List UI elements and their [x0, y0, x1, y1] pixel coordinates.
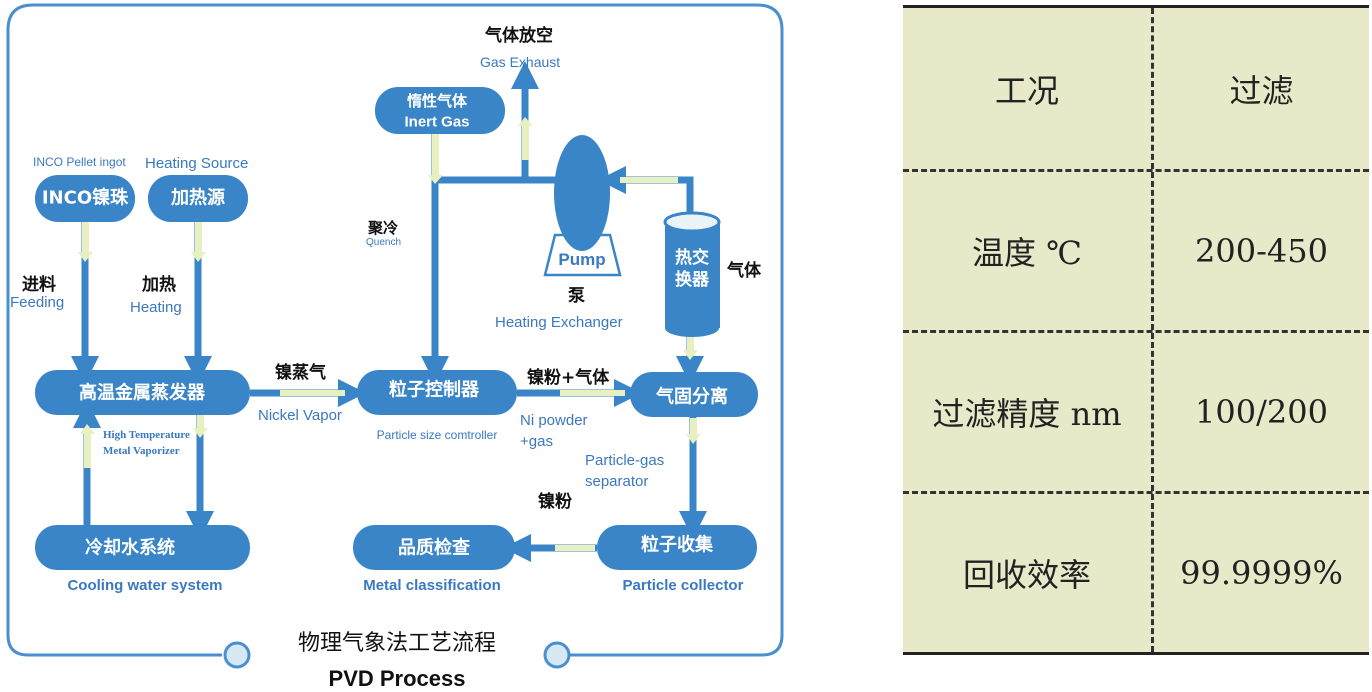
label-ni-powder-gas-en-2: +gas [520, 433, 553, 450]
node-cooling-caption: Cooling water system [67, 577, 222, 594]
pump-label: Pump [558, 250, 605, 269]
node-vaporizer: 高温金属蒸发器 High Temperature Metal Vaporizer [35, 370, 250, 457]
node-collector: 粒子收集 Particle collector [597, 525, 757, 594]
node-inert-gas: 惰性气体 Inert Gas [375, 87, 505, 134]
label-quench-cn: 聚冷 [367, 219, 398, 237]
node-heating-source-label: 加热源 [170, 187, 225, 209]
node-inert-gas-label: 惰性气体 [407, 92, 468, 110]
label-heating-cn: 加热 [141, 274, 176, 295]
table-cell-label: 过滤精度 nm [903, 333, 1154, 491]
node-separator-caption-2: separator [585, 473, 648, 490]
label-feeding-en: Feeding [10, 294, 64, 311]
table-row: 回收效率 99.9999% [903, 491, 1369, 652]
node-classification-caption: Metal classification [363, 577, 501, 594]
node-particle-controller-caption: Particle size comtroller [377, 428, 498, 442]
label-nickel-vapor-cn: 镍蒸气 [275, 362, 326, 383]
label-heating-en: Heating [130, 299, 182, 316]
diagram-title-en: PVD Process [329, 666, 466, 691]
node-classification: 品质检查 Metal classification [353, 525, 515, 594]
label-gas-exhaust-en: Gas Exhaust [480, 54, 560, 70]
node-cooling-label: 冷却水系统 [85, 537, 175, 559]
node-vaporizer-label: 高温金属蒸发器 [79, 382, 206, 404]
node-separator-caption-1: Particle-gas [585, 452, 664, 469]
node-cooling: 冷却水系统 Cooling water system [35, 525, 250, 594]
node-heating-source: 加热源 Heating Source [145, 155, 248, 222]
heat-exchanger-caption: Heating Exchanger [495, 314, 623, 331]
heat-exchanger-label-2: 换器 [675, 269, 710, 290]
node-vaporizer-caption-2: Metal Vaporizer [103, 445, 180, 457]
filtration-spec-table: 工况 过滤 温度 ℃ 200-450 过滤精度 nm 100/200 回收效率 … [903, 5, 1369, 655]
node-particle-controller-label: 粒子控制器 [389, 379, 480, 401]
node-inert-gas-caption: Inert Gas [404, 114, 469, 131]
table-cell-label: 工况 [903, 8, 1154, 169]
label-nickel-vapor-en: Nickel Vapor [258, 407, 342, 424]
heat-exchanger: 热交 换器 [663, 211, 721, 337]
node-separator-label: 气固分离 [655, 386, 728, 408]
pump: Pump 泵 Heating Exchanger [495, 135, 623, 331]
label-gas-exhaust-cn: 气体放空 [484, 25, 553, 46]
node-collector-label: 粒子收集 [641, 534, 714, 556]
table-row: 工况 过滤 [903, 8, 1369, 169]
node-inco-label: INCO镍珠 [42, 187, 129, 209]
diagram-title-cn: 物理气象法工艺流程 [298, 631, 496, 656]
node-vaporizer-caption-1: High Temperature [103, 429, 190, 441]
table-cell-value: 200-450 [1195, 232, 1328, 270]
node-collector-caption: Particle collector [623, 577, 744, 594]
node-heating-source-caption: Heating Source [145, 155, 248, 172]
frame-connector-right [543, 641, 571, 669]
flow-highlights [78, 117, 701, 551]
label-ni-powder-gas-en-1: Ni powder [520, 412, 588, 429]
node-particle-controller: 粒子控制器 Particle size comtroller [357, 370, 517, 442]
frame-connector-left [223, 641, 251, 669]
label-quench-en: Quench [366, 237, 401, 248]
table-cell-label: 温度 ℃ [903, 172, 1154, 330]
label-ni-powder-cn: 镍粉 [538, 491, 572, 512]
table-cell-label: 回收效率 [903, 494, 1154, 652]
label-gas-cn: 气体 [726, 260, 762, 281]
label-feeding-cn: 进料 [22, 274, 56, 295]
table-cell-value: 100/200 [1195, 393, 1328, 431]
table-row: 温度 ℃ 200-450 [903, 169, 1369, 330]
outer-frame [6, 3, 784, 657]
node-inco-caption: INCO Pellet ingot [33, 155, 126, 169]
node-separator: 气固分离 Particle-gas separator [585, 372, 758, 490]
node-classification-label: 品质检查 [398, 537, 470, 559]
node-inco: INCO镍珠 INCO Pellet ingot [33, 155, 135, 222]
pump-label-cn: 泵 [568, 286, 585, 306]
table-row: 过滤精度 nm 100/200 [903, 330, 1369, 491]
pvd-process-diagram: INCO镍珠 INCO Pellet ingot 加热源 Heating Sou… [6, 3, 784, 691]
heat-exchanger-label-1: 热交 [675, 247, 709, 268]
label-ni-powder-gas-cn: 镍粉+气体 [527, 367, 610, 388]
table-cell-value: 过滤 [1229, 71, 1294, 110]
table-cell-value: 99.9999% [1180, 554, 1343, 592]
